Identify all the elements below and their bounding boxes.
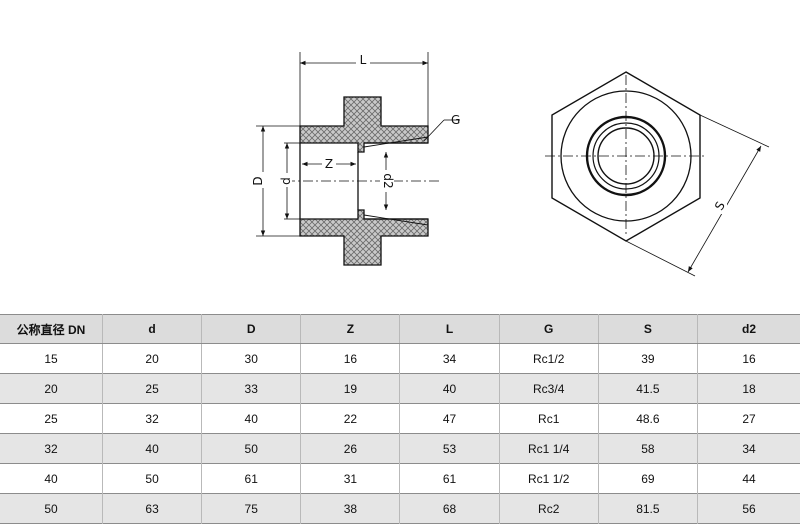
- table-cell: 16: [301, 344, 400, 374]
- table-row: 32 40 50 26 53 Rc1 1/4 58 34: [0, 434, 800, 464]
- table-cell: Rc1 1/4: [499, 434, 598, 464]
- table-cell: 34: [698, 434, 800, 464]
- label-z: Z: [325, 157, 333, 171]
- table-row: 50 63 75 38 68 Rc2 81.5 56: [0, 494, 800, 524]
- table-cell: 22: [301, 404, 400, 434]
- dimension-s: [626, 115, 769, 276]
- table-row: 40 50 61 31 61 Rc1 1/2 69 44: [0, 464, 800, 494]
- table-cell: 34: [400, 344, 499, 374]
- table-cell: Rc1/2: [499, 344, 598, 374]
- label-g: G: [451, 113, 460, 127]
- table-cell: 68: [400, 494, 499, 524]
- dimension-table: 公称直径 DN d D Z L G S d2 15 20 30 16 34 Rc…: [0, 314, 800, 524]
- technical-drawing: L G D d Z: [0, 0, 800, 300]
- table-cell: 30: [202, 344, 301, 374]
- table-cell: 31: [301, 464, 400, 494]
- table-cell: 41.5: [598, 374, 697, 404]
- table-cell: 27: [698, 404, 800, 434]
- table-cell: 75: [202, 494, 301, 524]
- table-cell: 81.5: [598, 494, 697, 524]
- table-cell: 40: [0, 464, 103, 494]
- table-cell: 61: [202, 464, 301, 494]
- table-row: 25 32 40 22 47 Rc1 48.6 27: [0, 404, 800, 434]
- table-cell: 48.6: [598, 404, 697, 434]
- center-cross: [545, 75, 707, 237]
- table-cell: 56: [698, 494, 800, 524]
- table-cell: 50: [0, 494, 103, 524]
- section-view: L G D d Z: [251, 52, 460, 265]
- table-cell: 38: [301, 494, 400, 524]
- table-cell: 26: [301, 434, 400, 464]
- table-cell: 63: [103, 494, 202, 524]
- table-cell: 58: [598, 434, 697, 464]
- table-cell: 18: [698, 374, 800, 404]
- header-z: Z: [301, 315, 400, 344]
- table-cell: 15: [0, 344, 103, 374]
- table-cell: 32: [0, 434, 103, 464]
- label-d2: d2: [381, 173, 395, 188]
- table-cell: 61: [400, 464, 499, 494]
- header-s: S: [598, 315, 697, 344]
- table-cell: Rc3/4: [499, 374, 598, 404]
- table-cell: 32: [103, 404, 202, 434]
- table-cell: 39: [598, 344, 697, 374]
- table-cell: 40: [202, 404, 301, 434]
- table-cell: Rc1: [499, 404, 598, 434]
- table-row: 20 25 33 19 40 Rc3/4 41.5 18: [0, 374, 800, 404]
- table-cell: 47: [400, 404, 499, 434]
- header-l: L: [400, 315, 499, 344]
- header-d-outer: D: [202, 315, 301, 344]
- header-d2: d2: [698, 315, 800, 344]
- header-g: G: [499, 315, 598, 344]
- table-cell: 20: [103, 344, 202, 374]
- table-cell: 50: [103, 464, 202, 494]
- table-cell: 50: [202, 434, 301, 464]
- header-d: d: [103, 315, 202, 344]
- table-cell: Rc1 1/2: [499, 464, 598, 494]
- table-cell: 20: [0, 374, 103, 404]
- header-nominal-diameter: 公称直径 DN: [0, 315, 103, 344]
- table-cell: 33: [202, 374, 301, 404]
- table-cell: 53: [400, 434, 499, 464]
- table-cell: 16: [698, 344, 800, 374]
- label-d-inner: d: [279, 177, 293, 185]
- table-cell: 69: [598, 464, 697, 494]
- table-cell: Rc2: [499, 494, 598, 524]
- table-cell: 25: [103, 374, 202, 404]
- table-cell: 40: [400, 374, 499, 404]
- label-d-outer: D: [251, 176, 265, 185]
- table-header-row: 公称直径 DN d D Z L G S d2: [0, 315, 800, 344]
- table-row: 15 20 30 16 34 Rc1/2 39 16: [0, 344, 800, 374]
- table-cell: 40: [103, 434, 202, 464]
- table-cell: 44: [698, 464, 800, 494]
- end-view: S: [545, 72, 769, 276]
- label-l: L: [360, 53, 367, 67]
- table-cell: 19: [301, 374, 400, 404]
- table-cell: 25: [0, 404, 103, 434]
